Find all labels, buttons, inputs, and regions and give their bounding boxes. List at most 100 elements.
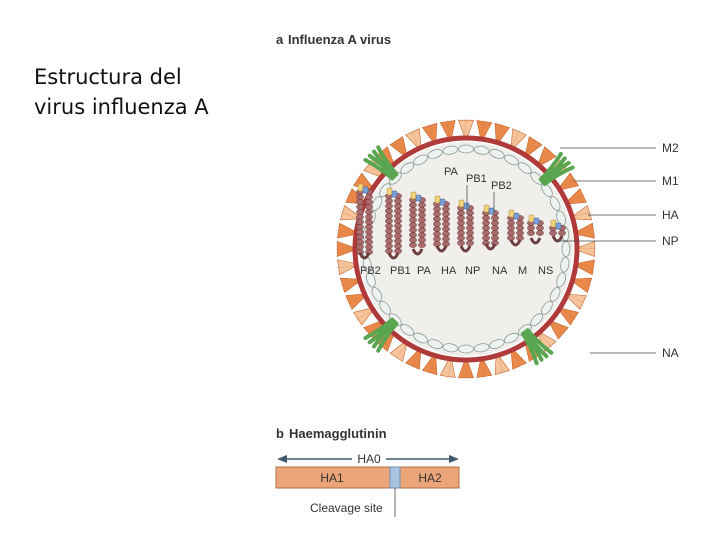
m1-protein [561,241,571,257]
np-bead [466,235,474,241]
np-bead [356,209,364,215]
m1-protein [549,196,561,211]
m1-protein [489,339,505,349]
m1-protein [504,332,519,344]
m1-protein [371,196,383,211]
np-bead [409,232,417,238]
segment-label-m: M [518,265,527,277]
polymerase-pb [362,186,369,194]
np-bead [385,198,393,204]
spike-stalk [334,248,354,251]
np-bead [418,217,426,223]
np-bead [409,212,417,218]
np-bead [394,248,402,254]
rnp-loop [435,245,448,253]
panel-b-title: Haemagglutinin [289,426,387,441]
m1-protein [530,313,544,327]
ha2-label: HA2 [418,471,442,485]
slide-title: Estructura del virus influenza A [34,62,264,122]
spike-stalk [569,294,586,304]
np-bead [409,217,417,223]
spike-stalk [447,119,449,138]
polymerase-pa [410,191,417,200]
m1-protein [413,332,428,344]
np-bead [482,225,490,231]
spike-stalk [552,321,566,335]
polymerase-pa [528,214,535,223]
np-bead [418,242,426,248]
spike-stalk [355,310,372,320]
panel-b-letter: b [276,426,284,441]
np-bead [385,233,393,239]
m2-helix [363,145,399,181]
np-bead [365,209,373,215]
envelope-spikes [334,117,598,381]
np-bead [365,239,373,245]
np-bead [527,225,535,231]
np-bead [385,248,393,254]
np-bead [466,225,474,231]
np-bead [394,243,402,249]
np-bead [433,221,441,227]
np-bead [418,212,426,218]
np-bead [536,230,544,236]
np-bead [466,215,474,221]
rnp-loop [411,248,424,256]
np-bead [457,210,465,216]
np-bead [418,202,426,208]
spike-stalk [577,230,596,232]
np-bead [482,215,490,221]
np-bead [356,199,364,205]
m1-protein [427,149,443,159]
spike-stalk [465,361,468,381]
spike-stalk [411,352,421,369]
spike-stalk [366,323,382,335]
np-bead [365,234,373,240]
np-bead [418,222,426,228]
ha0-arrowhead-left [277,455,287,463]
m2-helix [538,151,575,186]
np-bead [482,230,490,236]
np-bead [466,210,474,216]
np-bead [365,199,373,205]
np-bead [356,194,364,200]
rnp-loop [509,239,522,247]
spike-stalk [366,163,380,177]
np-bead [385,208,393,214]
slide-title-line-2: virus influenza A [34,95,209,119]
segment-label-pb2: PB2 [360,265,381,277]
m2-label: M2 [662,141,679,155]
m1-protein [541,300,553,315]
np-bead [466,220,474,226]
np-bead [442,226,450,232]
spike-stalk [574,211,592,217]
polymerase-pb [463,202,470,210]
rnp-loop [459,245,472,253]
ha0-precursor-bar [275,466,460,489]
polymerase-pb [513,212,520,220]
cleavage-site-label: Cleavage site [310,501,383,515]
m1-protein [458,344,474,354]
panel-a-title: Influenza A virus [288,32,391,47]
np-bead [385,203,393,209]
spike-stalk [480,119,485,138]
na-label: NA [662,346,679,360]
m2-channel [363,145,399,181]
polymerase-pb [488,207,495,215]
spike-stalk [428,357,436,375]
np-bead [418,232,426,238]
rnp-loop [358,252,371,260]
np-bead [491,220,499,226]
m1-protein [400,324,415,336]
m1-protein [427,339,443,349]
spike-stalk [346,296,364,304]
m1-protein [560,256,570,273]
spike-stalk [538,149,552,163]
np-bead [491,235,499,241]
np-bead [457,240,465,246]
np-bead [558,230,566,236]
np-bead [394,238,402,244]
polymerase-pa [386,187,393,196]
np-bead [516,225,524,231]
spike-stalk [574,279,592,287]
